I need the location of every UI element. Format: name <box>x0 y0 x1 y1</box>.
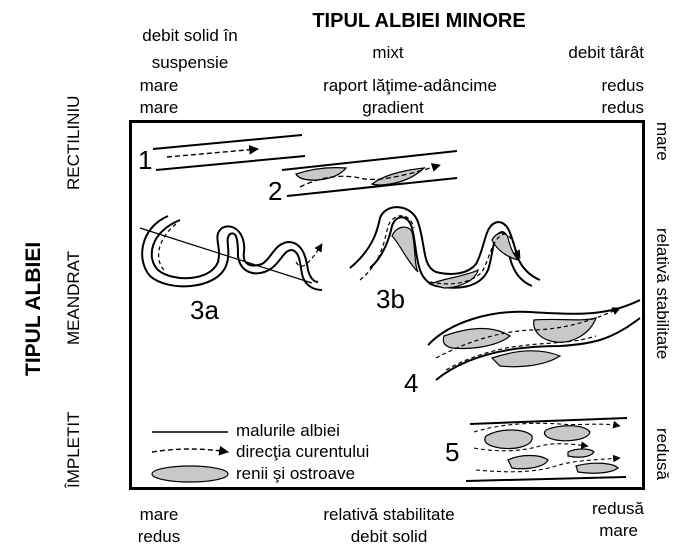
legend-current-label: direcţia curentului <box>236 443 369 460</box>
channel-5-braided <box>466 418 627 481</box>
legend-bars-label: renii şi ostroave <box>236 465 355 482</box>
channel-4-wandering <box>428 300 640 380</box>
label-channel-4: 4 <box>404 370 418 396</box>
label-channel-2: 2 <box>268 178 282 204</box>
label-channel-3b: 3b <box>376 286 405 312</box>
legend-banks-label: malurile albiei <box>236 422 340 439</box>
label-channel-1: 1 <box>138 147 152 173</box>
channel-3b-meander <box>350 207 540 288</box>
channel-3a-meander <box>140 216 322 290</box>
legend-symbols <box>152 432 228 482</box>
channel-1-straight <box>153 135 305 170</box>
label-channel-3a: 3a <box>190 297 219 323</box>
label-channel-5: 5 <box>445 439 459 465</box>
channel-2-bars <box>282 151 457 196</box>
